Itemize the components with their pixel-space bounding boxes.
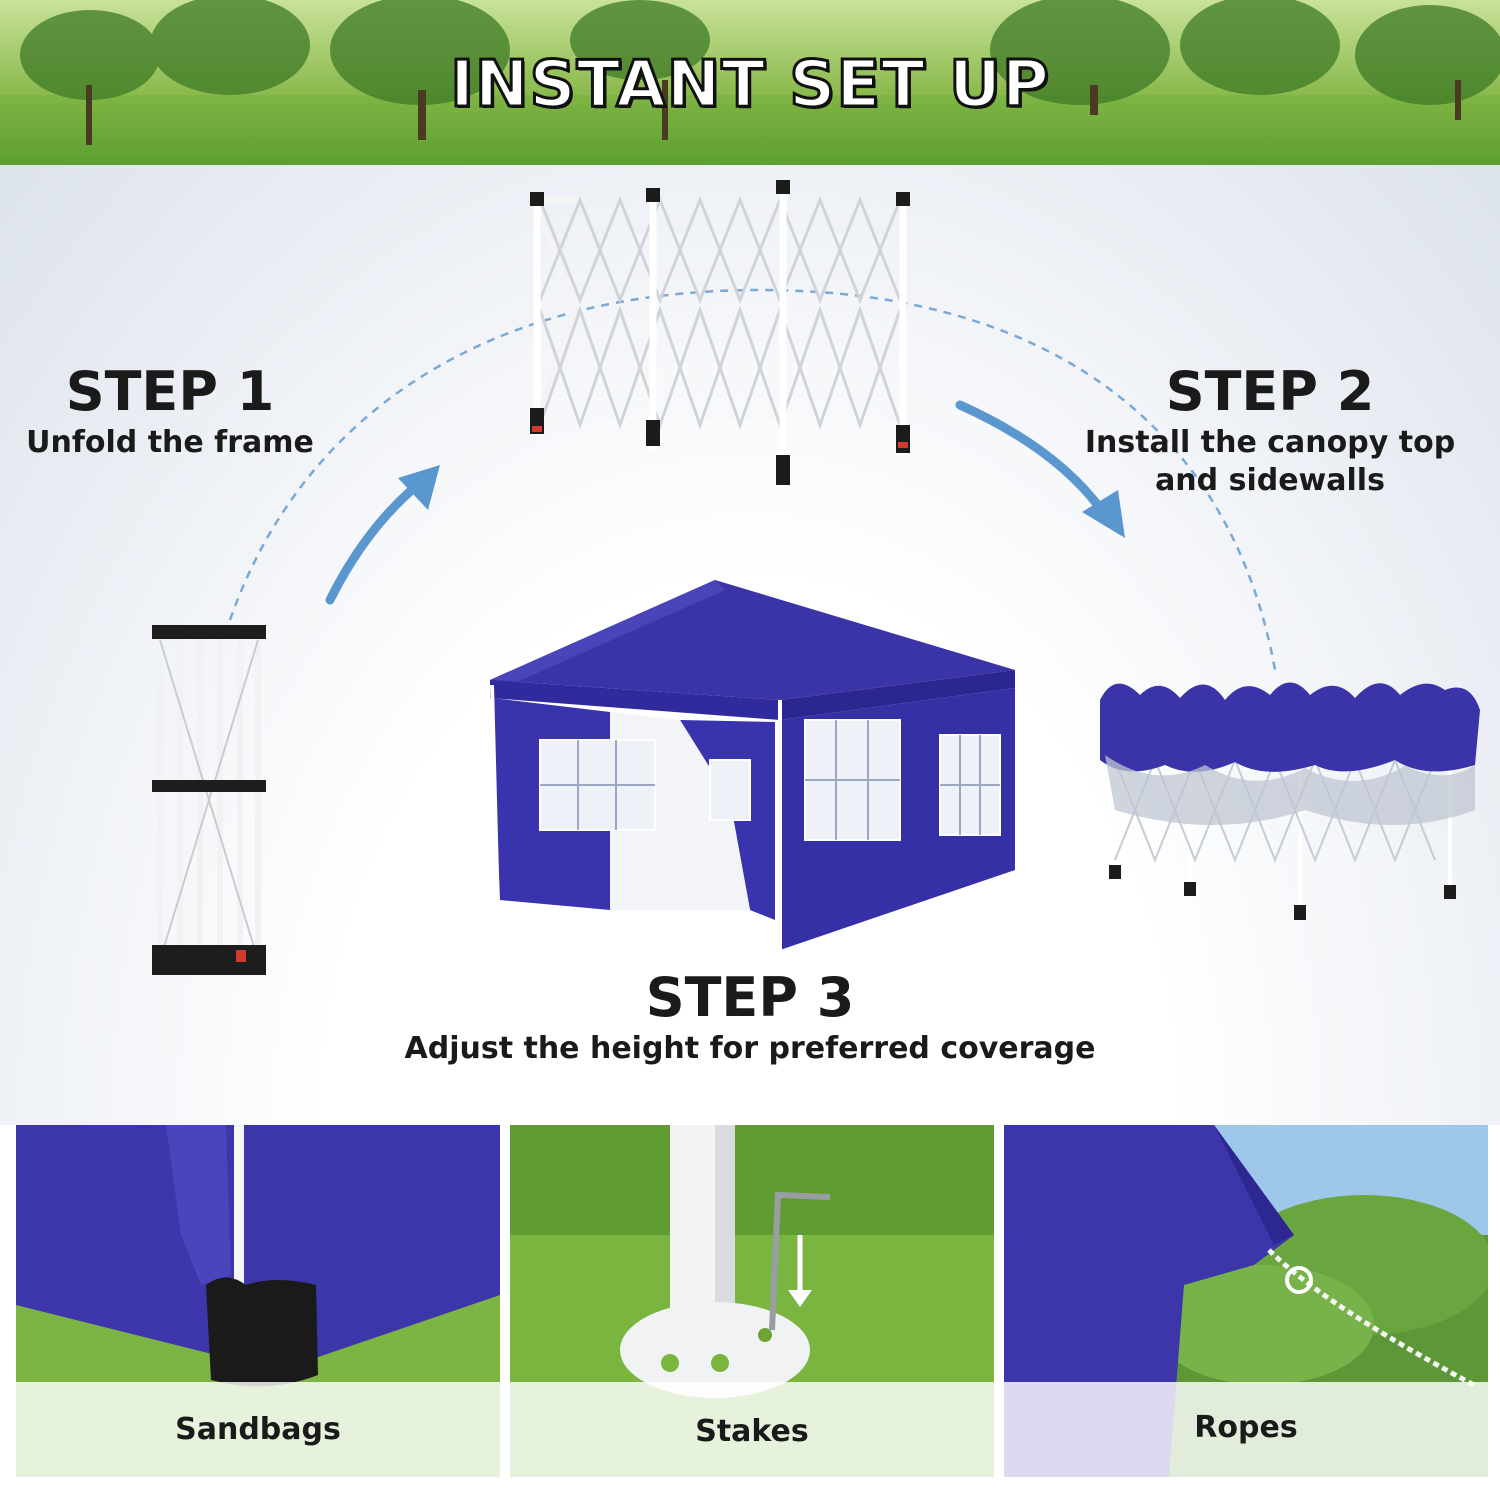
step2-title: STEP 2 [1165, 360, 1375, 423]
arrow-head-right [1082, 490, 1125, 538]
step1-description: Unfold the frame [26, 425, 314, 460]
feature-label-strip [16, 1382, 500, 1477]
tree-silhouettes [20, 0, 1500, 145]
lawn-background [0, 95, 1500, 165]
step2-description-line2: and sidewalls [1155, 463, 1385, 498]
feature-label-strip [1004, 1382, 1488, 1477]
canopy-fabric [1100, 682, 1480, 772]
expanded-frame-image [530, 180, 910, 485]
steps-path [228, 288, 1277, 671]
dashed-arc [228, 288, 1277, 671]
arrow-frame-to-step2 [955, 400, 1110, 520]
feature-label-strip [510, 1382, 994, 1477]
header-banner: INSTANT SET UP [0, 0, 1500, 165]
feature-sandbags: Sandbags [16, 1125, 500, 1477]
ropes-label: Ropes [1194, 1410, 1298, 1445]
stake [769, 1191, 831, 1331]
step3-description: Adjust the height for preferred coverage [404, 1031, 1096, 1066]
stakes-label: Stakes [695, 1414, 809, 1449]
feature-ropes: Ropes [1004, 1125, 1488, 1477]
tent-with-sidewalls-image [490, 580, 1015, 950]
step1-title: STEP 1 [65, 360, 275, 423]
sandbags-label: Sandbags [175, 1412, 341, 1447]
step2-description-line1: Install the canopy top [1084, 425, 1456, 460]
folded-frame-image [152, 625, 266, 975]
foot-plate [620, 1302, 810, 1398]
front-wall-right [680, 720, 775, 920]
feature-stakes: Stakes [510, 1125, 994, 1477]
canopy-top-on-frame-image [1100, 682, 1480, 920]
arrow-head-left [398, 465, 440, 510]
banner-title: INSTANT SET UP [449, 47, 1051, 124]
down-arrow [788, 1290, 812, 1307]
sandbag [206, 1277, 318, 1387]
step3-title: STEP 3 [645, 966, 855, 1029]
canopy-roof [490, 580, 1015, 700]
rope [1267, 1248, 1476, 1388]
